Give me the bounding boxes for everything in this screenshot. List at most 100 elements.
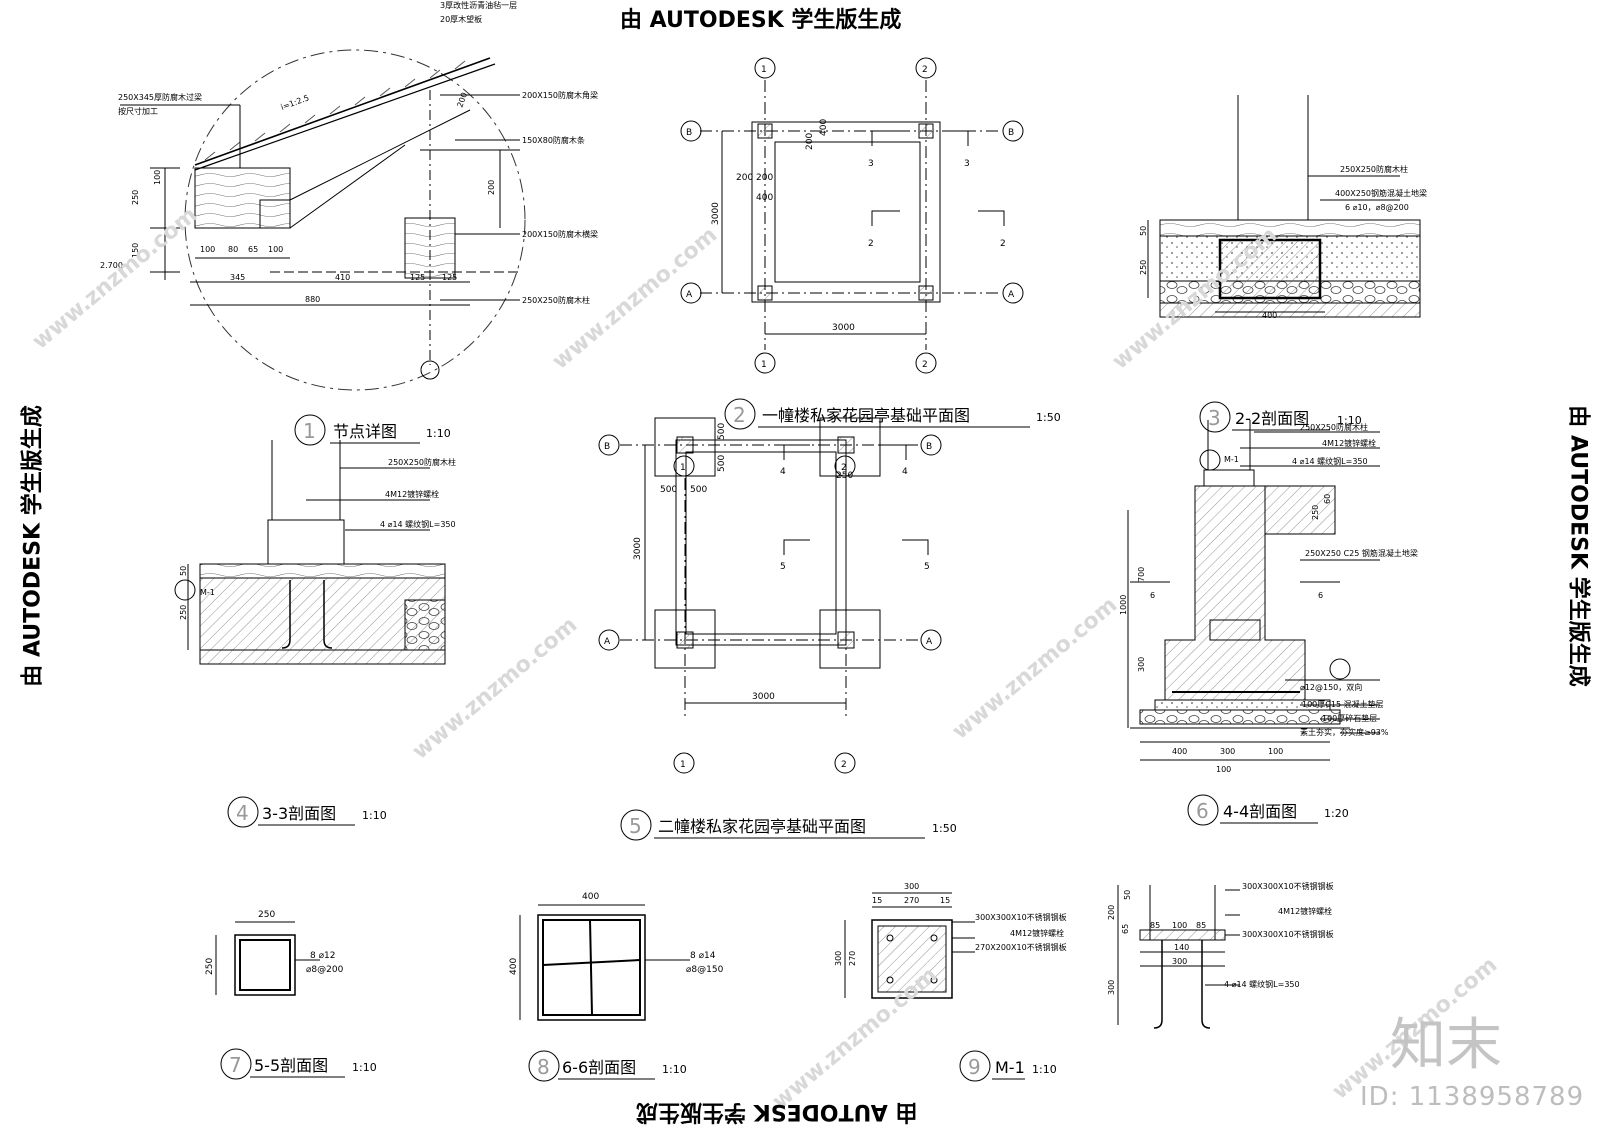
d1-note: 150X80防腐木条 [522,135,585,145]
d1-note: 3厚改性沥青油毡一层 [440,0,517,10]
d5-axis: 2 [841,463,847,473]
d9a-note: 300X300X10不锈钢钢板 [975,912,1067,922]
autodesk-stamp-right: 由 AUTODESK 学生版生成 [1565,405,1591,687]
detail-7-labels: 250 250 8 ⌀12 ⌀8@200 [205,910,344,975]
d9b-dim: 300 [1172,957,1187,966]
detail-9-plate-elevation-labels: 200 50 65 85 100 85 140 300 300 300X300X… [1107,881,1334,995]
d1-dim: 100 [200,245,215,254]
d9b-dim: 100 [1172,921,1187,930]
detail-9-plate-elevation [1117,885,1240,1029]
d5-cut: 4 [902,467,908,477]
d1-dim: 100 [268,245,283,254]
d4-note: 4 ⌀14 螺纹钢L=350 [380,519,456,529]
d9a-dim: 300 [834,951,843,966]
svg-text:www.znzmo.com: www.znzmo.com [28,203,202,355]
d2-dim: 3000 [832,323,855,333]
d9a-dim: 15 [872,896,882,905]
d4-ref: M-1 [200,588,215,597]
d1-dim: 125 [442,273,457,282]
d6-note: 素土夯实，夯实度≥93% [1300,727,1389,737]
svg-text:5-5剖面图: 5-5剖面图 [254,1056,328,1075]
detail-8-labels: 400 400 8 ⌀14 ⌀8@150 [509,892,724,975]
d1-dim: 125 [410,273,425,282]
detail-3-labels: 250X250防腐木柱 400X250钢筋混凝土地梁 6 ⌀10，⌀8@200 … [1139,164,1427,320]
d5-axis: B [604,442,610,452]
autodesk-stamp-top: 由 AUTODESK 学生版生成 [620,8,902,33]
d9b-dim: 65 [1121,924,1130,934]
d1-note: 250X250防腐木柱 [522,295,590,305]
d6-cut: 6 [1150,591,1155,600]
detail-1-notes: 3厚改性沥青油毡一层 20厚木望板 250X345厚防腐木过梁 按尺寸加工 20… [100,0,598,305]
d9b-dim: 200 [1107,905,1116,920]
d9b-dim: 85 [1196,921,1206,930]
svg-text:www.znzmo.com: www.znzmo.com [948,593,1122,745]
d2-axis: B [686,128,692,138]
d1-note: 20厚木望板 [440,14,482,24]
d6-dim: 1000 [1119,595,1128,615]
svg-text:6-6剖面图: 6-6剖面图 [562,1058,636,1077]
d3-dim: 50 [1139,226,1148,236]
d1-dim: 410 [335,273,350,282]
d9b-dim: 140 [1174,943,1189,952]
d2-axis: A [1008,290,1015,300]
d9b-dim: 300 [1107,980,1116,995]
svg-text:5: 5 [629,814,642,838]
d1-note: 250X345厚防腐木过梁 [118,92,202,102]
d4-note: 250X250防腐木柱 [388,457,456,467]
d2-dim: 200 [756,173,773,183]
d2-dim: 400 [819,119,829,136]
d3-note: 250X250防腐木柱 [1340,164,1408,174]
d7-note: ⌀8@200 [306,965,344,975]
d5-dim: 3000 [752,692,775,702]
svg-text:3: 3 [1208,406,1221,430]
d9b-note: 4M12镀锌螺栓 [1278,906,1332,916]
d4-dim: 50 [179,566,188,576]
svg-text:1: 1 [303,419,316,443]
svg-text:1:10: 1:10 [1032,1063,1057,1076]
svg-text:1:10: 1:10 [1337,414,1362,427]
svg-text:2-2剖面图: 2-2剖面图 [1235,409,1309,428]
svg-text:一幢楼私家花园亭基础平面图: 一幢楼私家花园亭基础平面图 [762,406,970,425]
d6-dim: 700 [1137,567,1146,582]
detail-3-section [1147,95,1421,318]
svg-text:1:20: 1:20 [1324,807,1349,820]
autodesk-stamp-left: 由 AUTODESK 学生版生成 [20,405,46,687]
detail-title-3: 3 2-2剖面图 1:10 [1199,401,1362,433]
d1-dim: 250 [131,190,140,205]
d1-dim: 200 [487,180,496,195]
d2-axis: 2 [922,360,928,370]
svg-text:1:50: 1:50 [932,822,957,835]
d2-dim: 200 [805,133,815,150]
svg-text:1:10: 1:10 [662,1063,687,1076]
d5-cut: 5 [780,562,786,572]
d6-note: 4 ⌀14 螺纹钢L=350 [1292,456,1368,466]
d1-dim: 100 [153,170,162,185]
detail-2-plan [680,57,1024,374]
d4-note: 4M12镀锌螺栓 [385,489,439,499]
detail-4-section [174,440,446,665]
d1-dim: 80 [228,245,238,254]
d9b-note: 4 ⌀14 螺纹钢L=350 [1224,979,1300,989]
detail-5-labels: 1 2 1 2 B B A A 500 500 500 500 3000 300… [604,423,933,770]
d2-cut: 3 [868,159,874,169]
d8-note: ⌀8@150 [686,965,724,975]
d6-dim: 300 [1137,657,1146,672]
d7-dim: 250 [205,958,215,975]
d5-dim: 500 [717,455,727,472]
d2-dim: 200 [736,173,753,183]
d5-dim: 500 [717,423,727,440]
d6-dim: 100 [1268,747,1283,756]
watermark-logo: 知末 [1390,1013,1502,1078]
d6-note: 4M12镀锌螺栓 [1322,438,1376,448]
svg-text:1:10: 1:10 [426,427,451,440]
d6-note: 250X250防腐木柱 [1300,422,1368,432]
detail-6-labels: 250X250防腐木柱 4M12镀锌螺栓 4 ⌀14 螺纹钢L=350 250X… [1119,422,1418,774]
detail-4-labels: 250X250防腐木柱 4M12镀锌螺栓 4 ⌀14 螺纹钢L=350 M-1 … [179,457,456,620]
d8-dim: 400 [582,892,599,902]
